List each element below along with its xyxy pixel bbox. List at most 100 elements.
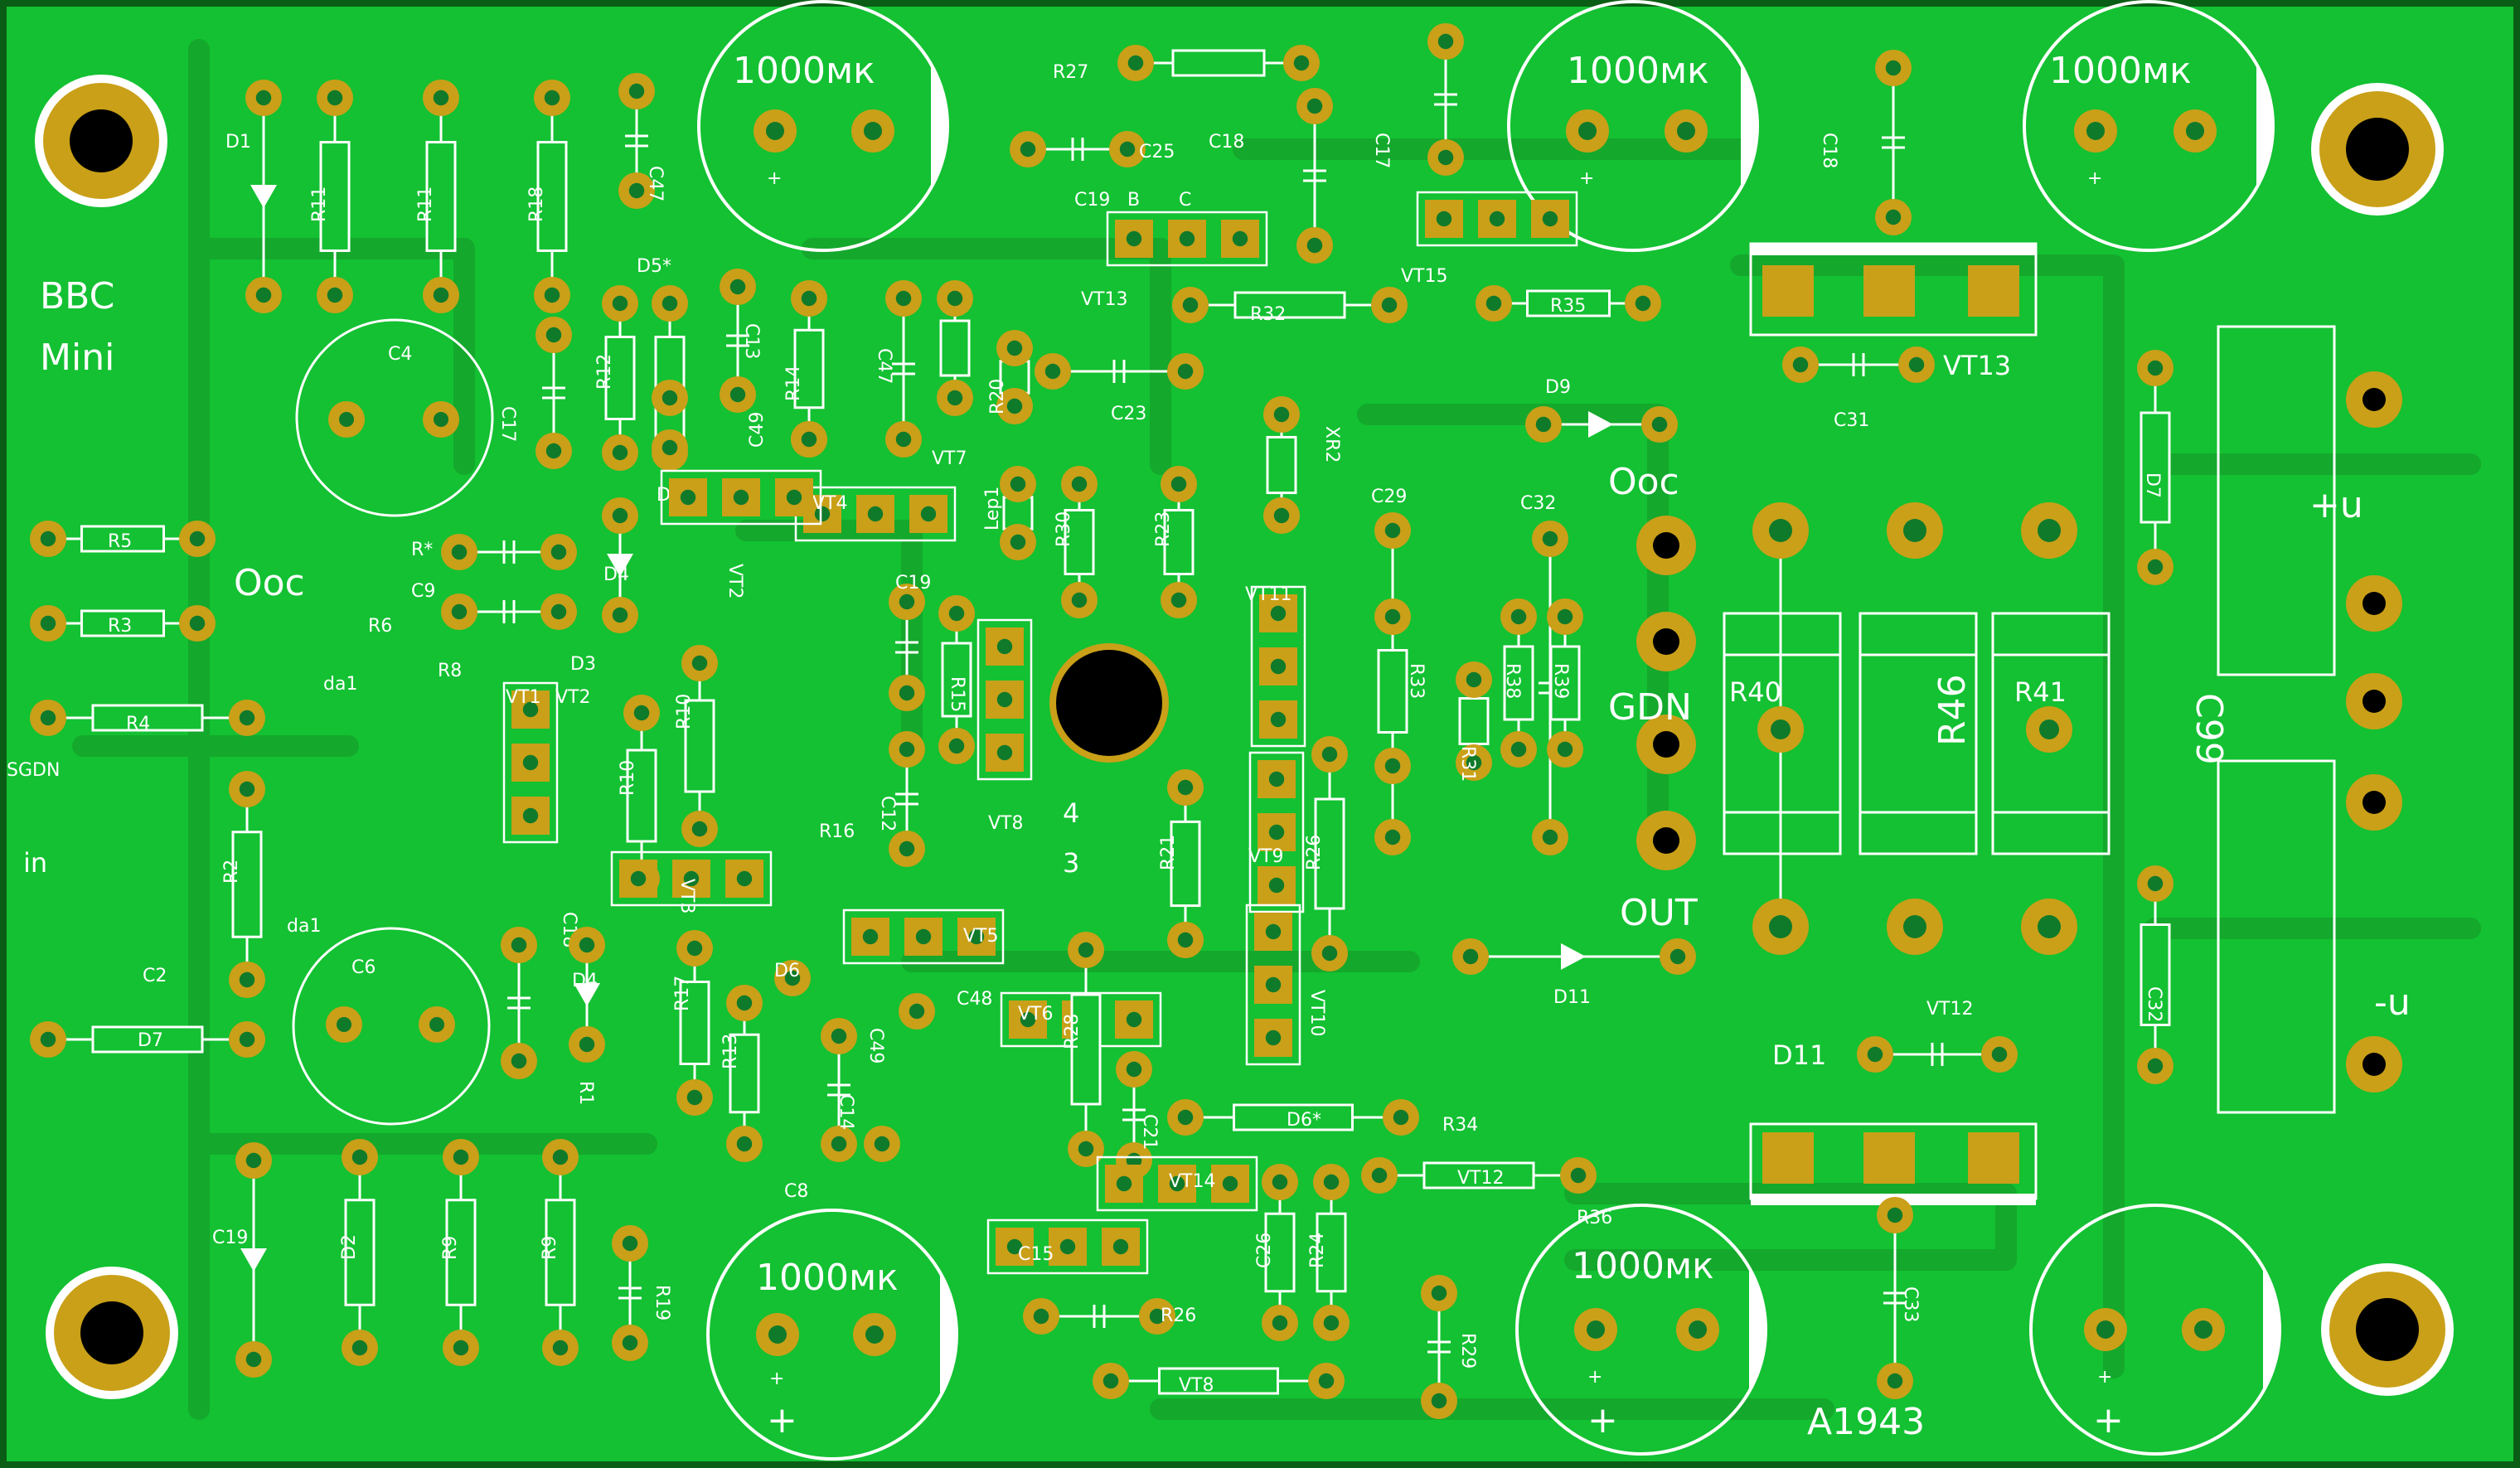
component-label: C48 (957, 989, 992, 1010)
component-label: C26 (1254, 1233, 1275, 1268)
component-label: C13 (741, 323, 762, 359)
component-label: R29 (1457, 1333, 1478, 1369)
component-label: C49 (747, 412, 768, 448)
component-label: R8 (438, 661, 462, 681)
component-label: C47 (645, 166, 666, 201)
svg-text:+: + (1587, 1399, 1618, 1441)
component-label: VT11 (1245, 584, 1292, 605)
component-label: D5* (637, 256, 671, 277)
component-label: C9 (411, 581, 435, 602)
component-label: VT13 (1081, 289, 1127, 310)
component-label: D7 (2142, 472, 2163, 498)
component-label: VT9 (1248, 846, 1284, 867)
component-label: R10 (618, 760, 638, 796)
svg-text:+: + (767, 1399, 797, 1441)
component-label: C12 (877, 796, 898, 831)
component-label: R* (411, 540, 433, 560)
out-label: OUT (1620, 892, 1698, 934)
cap-1000-label: 1000мк (756, 1257, 899, 1299)
component-label: VT12 (1457, 1168, 1504, 1189)
component-label: VT6 (1018, 1004, 1054, 1025)
component-label: VT14 (1169, 1171, 1215, 1192)
component-label: C21 (1139, 1114, 1160, 1150)
component-label: D7 (138, 1030, 163, 1051)
component-label: C14 (836, 1094, 856, 1130)
component-label: R20 (987, 379, 1008, 414)
sgdn-label: SGDN (7, 760, 60, 781)
component-label: R18 (526, 187, 547, 222)
component-label: R12 (594, 354, 615, 390)
ooc-right-label: Ooc (1608, 461, 1679, 503)
component-label: D4 (572, 971, 598, 991)
mount-hole-top-left (35, 75, 167, 207)
n4-label: 4 (1063, 797, 1079, 829)
component-label: C47 (874, 348, 894, 384)
component-label: XR2 (1321, 426, 1342, 463)
svg-text:+: + (2097, 1367, 2112, 1388)
component-label: D6 (774, 961, 800, 981)
component-label: C17 (1371, 133, 1392, 168)
component-label: VT7 (932, 448, 967, 469)
component-label: VT12 (1926, 999, 1973, 1020)
component-label: R17 (672, 976, 693, 1011)
component-label: R32 (1250, 304, 1286, 325)
component-label: R13 (720, 1034, 741, 1069)
mounting-holes (35, 75, 2454, 1399)
cap-1000-top-3: 1000мк + (2023, 0, 2275, 252)
component-label: C15 (1018, 1244, 1054, 1265)
component-label: C49 (865, 1028, 886, 1063)
component-label: R38 (1502, 663, 1523, 699)
component-label: VT8 (1179, 1375, 1214, 1396)
component-label: C31 (1834, 410, 1869, 431)
component-label: VT4 (812, 493, 848, 514)
component-label: R9 (540, 1236, 560, 1260)
cap-1000-bottom-2: 1000мк + + (1515, 1204, 1767, 1456)
center-hole (1049, 643, 1169, 763)
mount-hole-top-right (2311, 83, 2444, 216)
cap-1000-top-1: 1000мк + (697, 0, 949, 252)
component-label: R27 (1053, 62, 1088, 83)
cap-1000-bottom-1: 1000мк + + (706, 1209, 958, 1461)
component-label: C32 (2144, 986, 2164, 1022)
component-label: D9 (1545, 377, 1571, 398)
component-label: VT5 (963, 926, 999, 947)
component-label: R30 (1054, 511, 1074, 547)
component-label: R28 (1062, 1014, 1083, 1049)
component-label: VT2 (724, 564, 745, 599)
part-number-label: A1943 (1807, 1401, 1925, 1443)
component-label: R19 (652, 1285, 672, 1320)
component-label: C25 (1139, 142, 1175, 162)
component-label: C19 (212, 1228, 248, 1248)
component-label: R5 (108, 531, 132, 552)
component-label: C (1179, 190, 1191, 211)
ooc-left-label: Ooc (234, 562, 305, 604)
svg-text:+: + (767, 168, 782, 189)
r41-label: R41 (2014, 676, 2067, 708)
cap-1000-label: 1000мк (733, 50, 875, 92)
component-label: R4 (126, 714, 150, 734)
component-label: C18 (1209, 132, 1244, 153)
component-label: R1 (575, 1081, 596, 1105)
r40-label: R40 (1729, 676, 1781, 708)
component-label: R39 (1550, 663, 1571, 699)
component-label: D3 (570, 654, 596, 675)
mount-hole-bottom-left (46, 1267, 178, 1399)
component-label: C18 (1819, 133, 1839, 168)
minus-u-label: -u (2374, 981, 2411, 1024)
component-label: D11 (1553, 987, 1591, 1008)
title-line2: Mini (40, 337, 114, 379)
cap-1000-label: 1000мк (1567, 50, 1709, 92)
power-terminals (1636, 325, 2402, 1114)
component-label: R14 (783, 366, 804, 401)
output-transistors: VT13 D11 (1749, 242, 2038, 1205)
component-label: R2 (221, 860, 242, 884)
component-label: D6* (1287, 1110, 1321, 1131)
component-label: R36 (1577, 1208, 1612, 1228)
svg-text:+: + (2093, 1399, 2124, 1441)
vt12-right-label: D11 (1772, 1039, 1826, 1071)
component-label: R11 (309, 187, 330, 222)
component-label: R11 (415, 187, 436, 222)
component-label: da1 (287, 916, 321, 937)
component-label: VT3 (676, 879, 697, 914)
